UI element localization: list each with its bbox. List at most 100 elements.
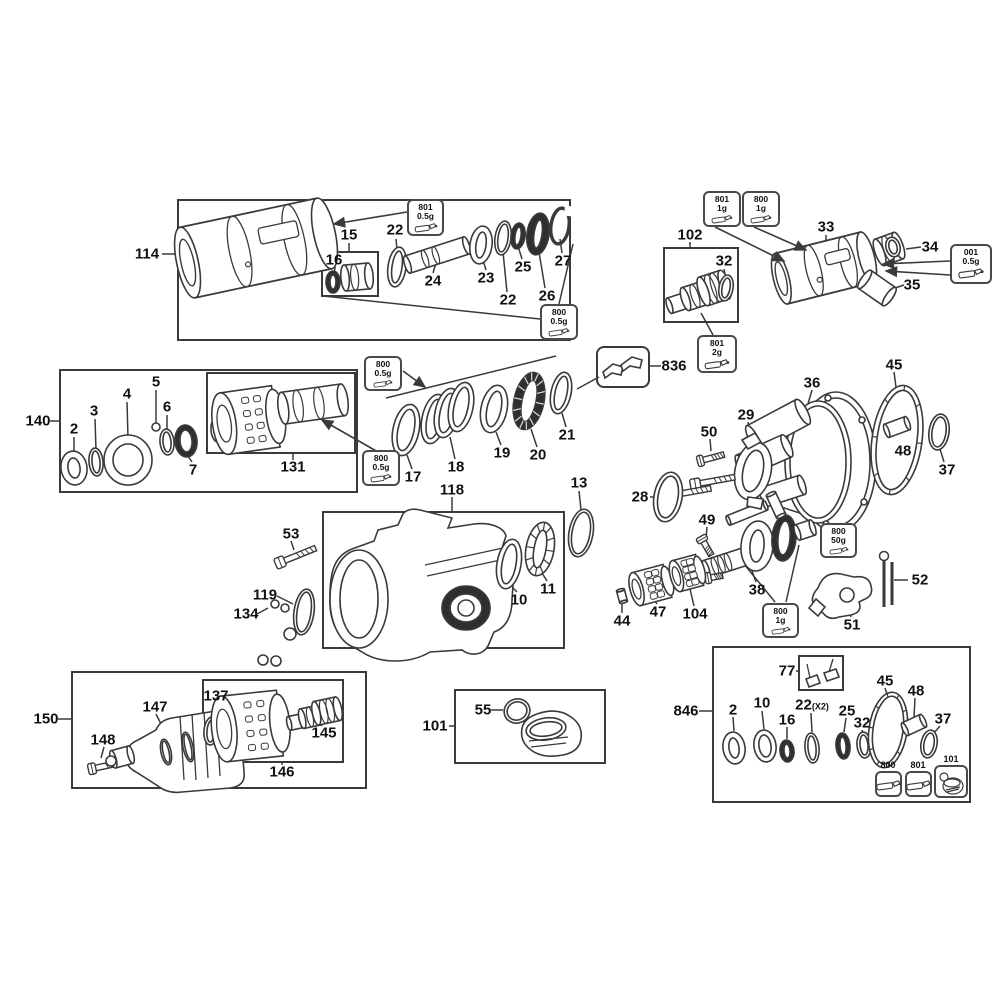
leader-line <box>913 697 916 718</box>
pin-35 <box>856 269 898 307</box>
ring-21 <box>549 371 573 415</box>
group-box-846 <box>712 646 971 803</box>
leader-line <box>449 436 456 460</box>
oring-22-c <box>804 732 820 764</box>
ring-3 <box>88 447 104 477</box>
oring-32 <box>717 274 735 302</box>
group-boxes-layer <box>59 199 971 803</box>
housing-118-face <box>329 549 389 649</box>
leader-line <box>502 251 508 293</box>
collar-15 <box>339 262 375 292</box>
bracket-29-tab-b <box>746 496 764 510</box>
leader-line <box>290 540 295 551</box>
gear-38 <box>771 514 797 562</box>
ring-134-b <box>280 603 290 613</box>
screw-53 <box>273 544 318 570</box>
pin-38 <box>765 490 787 520</box>
oring-28 <box>652 471 684 523</box>
oring-13 <box>567 508 595 558</box>
ring-25 <box>510 222 526 250</box>
oring-119 <box>292 588 316 636</box>
lever-51-foot <box>807 597 827 618</box>
hole-36-d <box>822 520 830 528</box>
leader-line <box>94 418 97 451</box>
group-box-131 <box>206 372 356 454</box>
arrow-line <box>753 226 808 251</box>
chuck-147-tip <box>105 755 117 767</box>
leader-line <box>709 438 712 452</box>
screw-38 <box>703 571 724 585</box>
oring-22-b <box>493 220 513 256</box>
disc-38 <box>740 520 774 572</box>
gasket-45 <box>870 384 924 496</box>
hole-36-a <box>824 394 832 402</box>
pin-48 <box>882 415 912 439</box>
ring-17 <box>391 403 421 457</box>
leader-line <box>843 717 847 733</box>
group-box-836 <box>596 346 650 388</box>
chuck-147-slot-a <box>159 738 173 766</box>
arrow-line <box>332 211 408 228</box>
ring-134-a <box>270 599 280 609</box>
seal-16-b <box>779 739 795 763</box>
leader-line <box>785 544 800 603</box>
sleeve-146 <box>210 689 291 763</box>
leader-line <box>530 428 538 448</box>
leader-line <box>385 355 557 399</box>
leader-line <box>761 710 765 730</box>
oring-55 <box>503 698 531 724</box>
hole-36-c <box>860 498 868 506</box>
cap-101-slots <box>528 736 569 748</box>
group-box-15 <box>321 251 379 297</box>
leader-line <box>406 454 413 470</box>
leader-line <box>541 572 548 582</box>
group-box-77 <box>798 655 844 691</box>
leader-line <box>905 246 922 250</box>
leader-line <box>100 746 105 759</box>
parts-layer <box>60 197 951 794</box>
leader-line <box>732 716 735 732</box>
barrel-33 <box>770 231 878 305</box>
ring-134-c <box>283 627 297 641</box>
leader-line <box>893 371 897 388</box>
leader-line <box>256 607 269 615</box>
bracket-29-tab-a <box>740 431 763 451</box>
leader-line <box>689 588 695 607</box>
leader-line <box>558 243 574 305</box>
leader-line <box>578 490 582 511</box>
leader-line <box>495 431 502 446</box>
oring-22-a <box>386 246 408 288</box>
bearing-11 <box>524 521 556 577</box>
leader-line <box>126 401 129 439</box>
arrow-line <box>884 266 951 278</box>
gear-104 <box>668 553 707 593</box>
leader-line <box>939 448 945 463</box>
leader-line <box>561 412 567 428</box>
sleeve-131 <box>211 384 287 456</box>
ball-5 <box>151 422 161 432</box>
adapter-145-body <box>310 696 344 726</box>
housing-118-vents <box>424 547 506 577</box>
seal-16 <box>325 270 341 294</box>
clip-836-b <box>620 356 643 373</box>
brush-77-b <box>822 667 841 683</box>
ring-6 <box>159 428 175 456</box>
pin-44 <box>615 587 629 605</box>
seal-23 <box>468 225 494 265</box>
ring-25-c <box>835 732 851 760</box>
lever-51-hole <box>839 587 855 603</box>
screw-50 <box>695 450 726 468</box>
ring-134-d <box>257 654 269 666</box>
brush-77-wires <box>806 658 834 679</box>
ring-19 <box>479 384 509 434</box>
ring-34-bore <box>884 236 902 258</box>
leader-line <box>700 312 714 336</box>
leader-line <box>559 238 563 254</box>
boot-4 <box>103 434 153 486</box>
disc-2-b <box>722 731 746 765</box>
leader-line <box>276 595 294 605</box>
bracket-29 <box>733 441 773 501</box>
screw-49 <box>695 533 715 558</box>
